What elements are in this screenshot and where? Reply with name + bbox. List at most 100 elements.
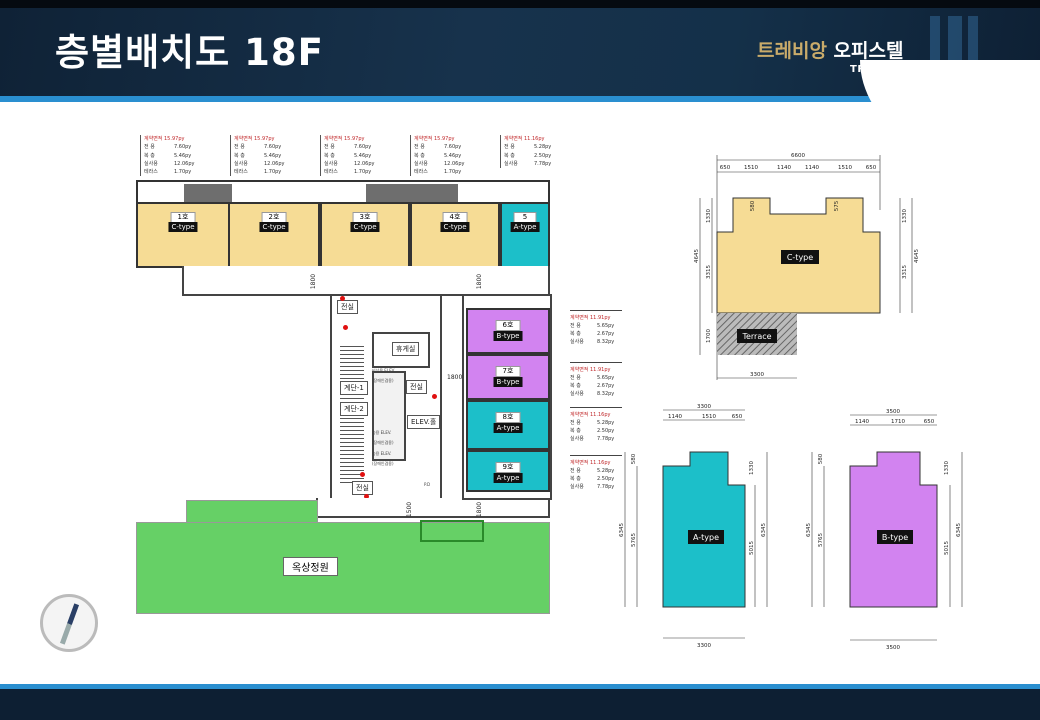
elevator-label: 승용 ELEV. (372, 451, 392, 456)
compass-icon (40, 594, 98, 652)
unit-number: 6호 (495, 320, 521, 331)
dim: 1700 (706, 329, 712, 343)
unit-6[interactable]: 6호 B-type (466, 308, 550, 354)
unit-type-badge: C-type (350, 222, 380, 232)
fire-marker (343, 325, 348, 330)
text-label: 1.70py (444, 169, 462, 176)
elev-hall-label: ELEV.홀 (407, 415, 441, 429)
text-label: 실사용 (570, 436, 584, 442)
text-label: 1.70py (174, 169, 192, 176)
dim: 6600 (791, 153, 805, 159)
dim: 6345 (956, 523, 962, 537)
roof-garden-upper (186, 500, 318, 526)
text-label: 11.16py (590, 460, 611, 466)
dim: 3500 (886, 409, 900, 415)
text-label: 계약면적 (504, 136, 523, 142)
dim: 6345 (619, 523, 625, 537)
text-label: 실사용 (144, 160, 158, 167)
text-label: 전 용 (570, 375, 581, 381)
dim: 1330 (749, 461, 755, 475)
fire-marker (432, 394, 437, 399)
text-label: 8.32py (597, 391, 615, 397)
text-label: 2.50py (597, 476, 615, 482)
text-label: 15.97py (344, 136, 365, 142)
unit-type-badge: A-type (493, 423, 523, 433)
text-label: 11.16py (524, 136, 545, 142)
logo-white-text: 오피스텔 (833, 40, 904, 62)
text-label: 계약면적 (570, 367, 589, 373)
header-stripe (0, 96, 1040, 102)
text-label: 7.78py (534, 160, 552, 167)
text-label: 12.06py (174, 160, 195, 167)
elevator-note: (장애인겸용) (372, 440, 394, 445)
text-label: 12.06py (444, 160, 465, 167)
a-type-shape (662, 451, 746, 608)
text-label: 복 층 (234, 152, 245, 159)
unit-5[interactable]: 5호 A-type (500, 202, 550, 268)
dim: 4645 (694, 249, 700, 263)
logo-gold-text: 트레비앙 (757, 40, 827, 62)
text-label: 5.65py (597, 323, 615, 329)
text-label: 2.67py (597, 383, 615, 389)
text-label: 7.60py (174, 144, 192, 151)
planter (420, 520, 484, 542)
dim: 5765 (818, 533, 824, 547)
unit-type-badge: A-type (510, 222, 540, 232)
unit-1[interactable]: 1호 C-type (136, 202, 230, 268)
dim: 580 (818, 453, 824, 464)
dim: 6345 (806, 523, 812, 537)
elevator-note: (장애인겸용) (372, 378, 394, 383)
unit-type-badge: B-type (493, 377, 523, 387)
text-label: 복 층 (144, 152, 155, 159)
text-label: 15.97py (254, 136, 275, 142)
text-label: 5.46py (354, 152, 372, 159)
lounge-label: 휴게실 (392, 342, 420, 356)
text-label: 복 층 (324, 152, 335, 159)
text-label: 전 용 (324, 144, 335, 151)
text-label: 실사용 (414, 160, 428, 167)
dim: 1510 (744, 165, 758, 171)
dim: 3300 (750, 372, 764, 378)
b-type-shape (849, 451, 938, 608)
unit-type-badge: B-type (493, 331, 523, 341)
text-label: 5.46py (444, 152, 462, 159)
unit-2[interactable]: 2호 C-type (228, 202, 320, 268)
text-label: 복 층 (414, 152, 425, 159)
text-label: 7.60py (264, 144, 282, 151)
text-label: 실사용 (324, 160, 338, 167)
dim-hall: 1800 (447, 374, 463, 381)
text-label: 계약면적 (570, 460, 589, 466)
text-label: 전 용 (414, 144, 425, 151)
text-label: 15.97py (434, 136, 455, 142)
dim: 580 (631, 453, 637, 464)
elevator-label: 승용 ELEV. (372, 430, 392, 435)
text-label: 테라스 (414, 169, 428, 176)
text-label: 전 용 (504, 144, 515, 151)
text-label: 테라스 (324, 169, 338, 176)
dim: 5015 (944, 541, 950, 555)
unit-8[interactable]: 8호 A-type (466, 400, 550, 450)
dim: 3500 (886, 645, 900, 651)
dim: 1140 (805, 165, 819, 171)
text-label: 11.16py (590, 412, 611, 418)
text-label: 5.28py (597, 420, 615, 426)
dim: 1140 (855, 419, 869, 425)
text-label: 5.46py (264, 152, 282, 159)
unit-9[interactable]: 9호 A-type (466, 450, 550, 492)
text-label: 계약면적 (570, 315, 589, 321)
text-label: 15.97py (164, 136, 185, 142)
core (330, 294, 442, 500)
dim: 1330 (706, 209, 712, 223)
text-label: 12.06py (264, 160, 285, 167)
c-type-label: C-type (787, 253, 813, 262)
unit-7[interactable]: 7호 B-type (466, 354, 550, 400)
dim: 1140 (668, 414, 682, 420)
text-label: 5.65py (597, 375, 615, 381)
dim: 3315 (706, 265, 712, 279)
unit-4[interactable]: 4호 C-type (410, 202, 500, 268)
